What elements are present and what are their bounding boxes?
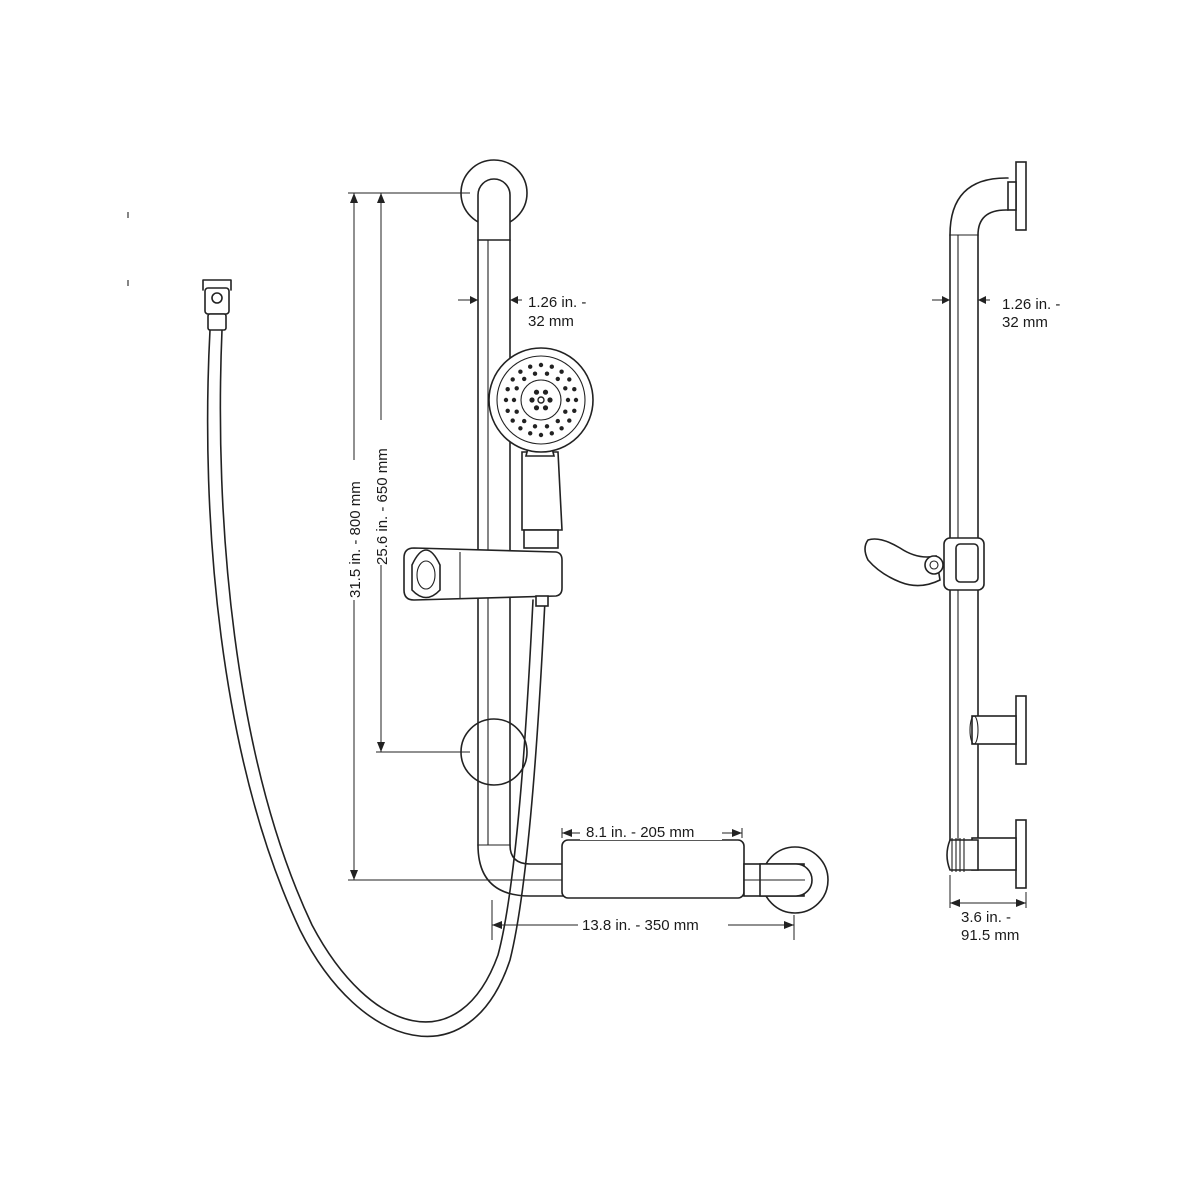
- spray-hole: [565, 397, 571, 403]
- side-pipe-diameter-label-line2: 32 mm: [1002, 314, 1048, 331]
- spray-hole: [522, 376, 527, 382]
- spray-hole: [563, 409, 568, 414]
- spray-hole: [510, 418, 515, 423]
- spray-hole: [528, 364, 533, 369]
- overall-height-label: 31.5 in. - 800 mm: [347, 481, 364, 598]
- spray-hole: [532, 371, 538, 376]
- spray-hole: [514, 409, 519, 414]
- spray-hole: [538, 432, 544, 438]
- spray-hole: [544, 424, 550, 429]
- spray-hole: [573, 397, 579, 403]
- spray-hole: [510, 377, 515, 382]
- side-dimensions: [932, 296, 1027, 908]
- spray-hole: [528, 431, 533, 436]
- spray-hole: [542, 389, 549, 395]
- shower-hose: [127, 212, 546, 1038]
- spray-hole: [503, 397, 509, 403]
- spray-hole: [529, 397, 535, 403]
- spray-hole: [572, 387, 577, 392]
- spray-hole: [533, 405, 540, 411]
- spray-hole: [514, 386, 519, 391]
- spray-hole: [549, 364, 554, 369]
- front-pipe-diameter-label-line1: 1.26 in. -: [528, 294, 586, 311]
- spray-hole: [567, 418, 572, 423]
- mount-spacing-label: 25.6 in. - 650 mm: [374, 448, 391, 565]
- horizontal-length-label: 13.8 in. - 350 mm: [582, 917, 699, 934]
- spray-hole: [505, 408, 510, 413]
- spray-hole: [538, 362, 544, 368]
- front-view-grab-bar: [403, 159, 829, 914]
- spray-hole: [555, 418, 560, 424]
- spray-hole: [511, 397, 517, 403]
- side-view-grab-bar: [864, 161, 1027, 889]
- spray-hole: [518, 369, 523, 374]
- spray-center: [537, 396, 545, 404]
- spray-hole: [532, 424, 538, 429]
- spray-hole: [533, 389, 540, 395]
- side-pipe-diameter-label-line1: 1.26 in. -: [1002, 296, 1060, 313]
- side-dimension-labels: 1.26 in. - 32 mm 3.6 in. - 91.5 mm: [961, 296, 1060, 944]
- spray-hole: [549, 431, 554, 436]
- spray-hole: [567, 377, 572, 382]
- spray-hole: [518, 426, 523, 431]
- side-projection-label-line2: 91.5 mm: [961, 927, 1019, 944]
- spray-hole: [555, 376, 560, 382]
- spray-hole: [542, 405, 549, 411]
- front-dimension-labels: 1.26 in. - 32 mm 31.5 in. - 800 mm 25.6 …: [346, 290, 728, 934]
- spray-hole: [559, 426, 564, 431]
- spray-hole: [559, 369, 564, 374]
- spray-hole: [572, 408, 577, 413]
- spray-hole: [544, 371, 550, 376]
- side-projection-label-line1: 3.6 in. -: [961, 909, 1011, 926]
- spray-hole: [547, 397, 553, 403]
- spray-hole: [505, 387, 510, 392]
- grip-length-label: 8.1 in. - 205 mm: [586, 824, 694, 841]
- shower-head-spray-holes: [503, 362, 579, 438]
- spray-hole: [522, 418, 527, 424]
- spray-hole: [563, 386, 568, 391]
- front-pipe-diameter-label-line2: 32 mm: [528, 313, 574, 330]
